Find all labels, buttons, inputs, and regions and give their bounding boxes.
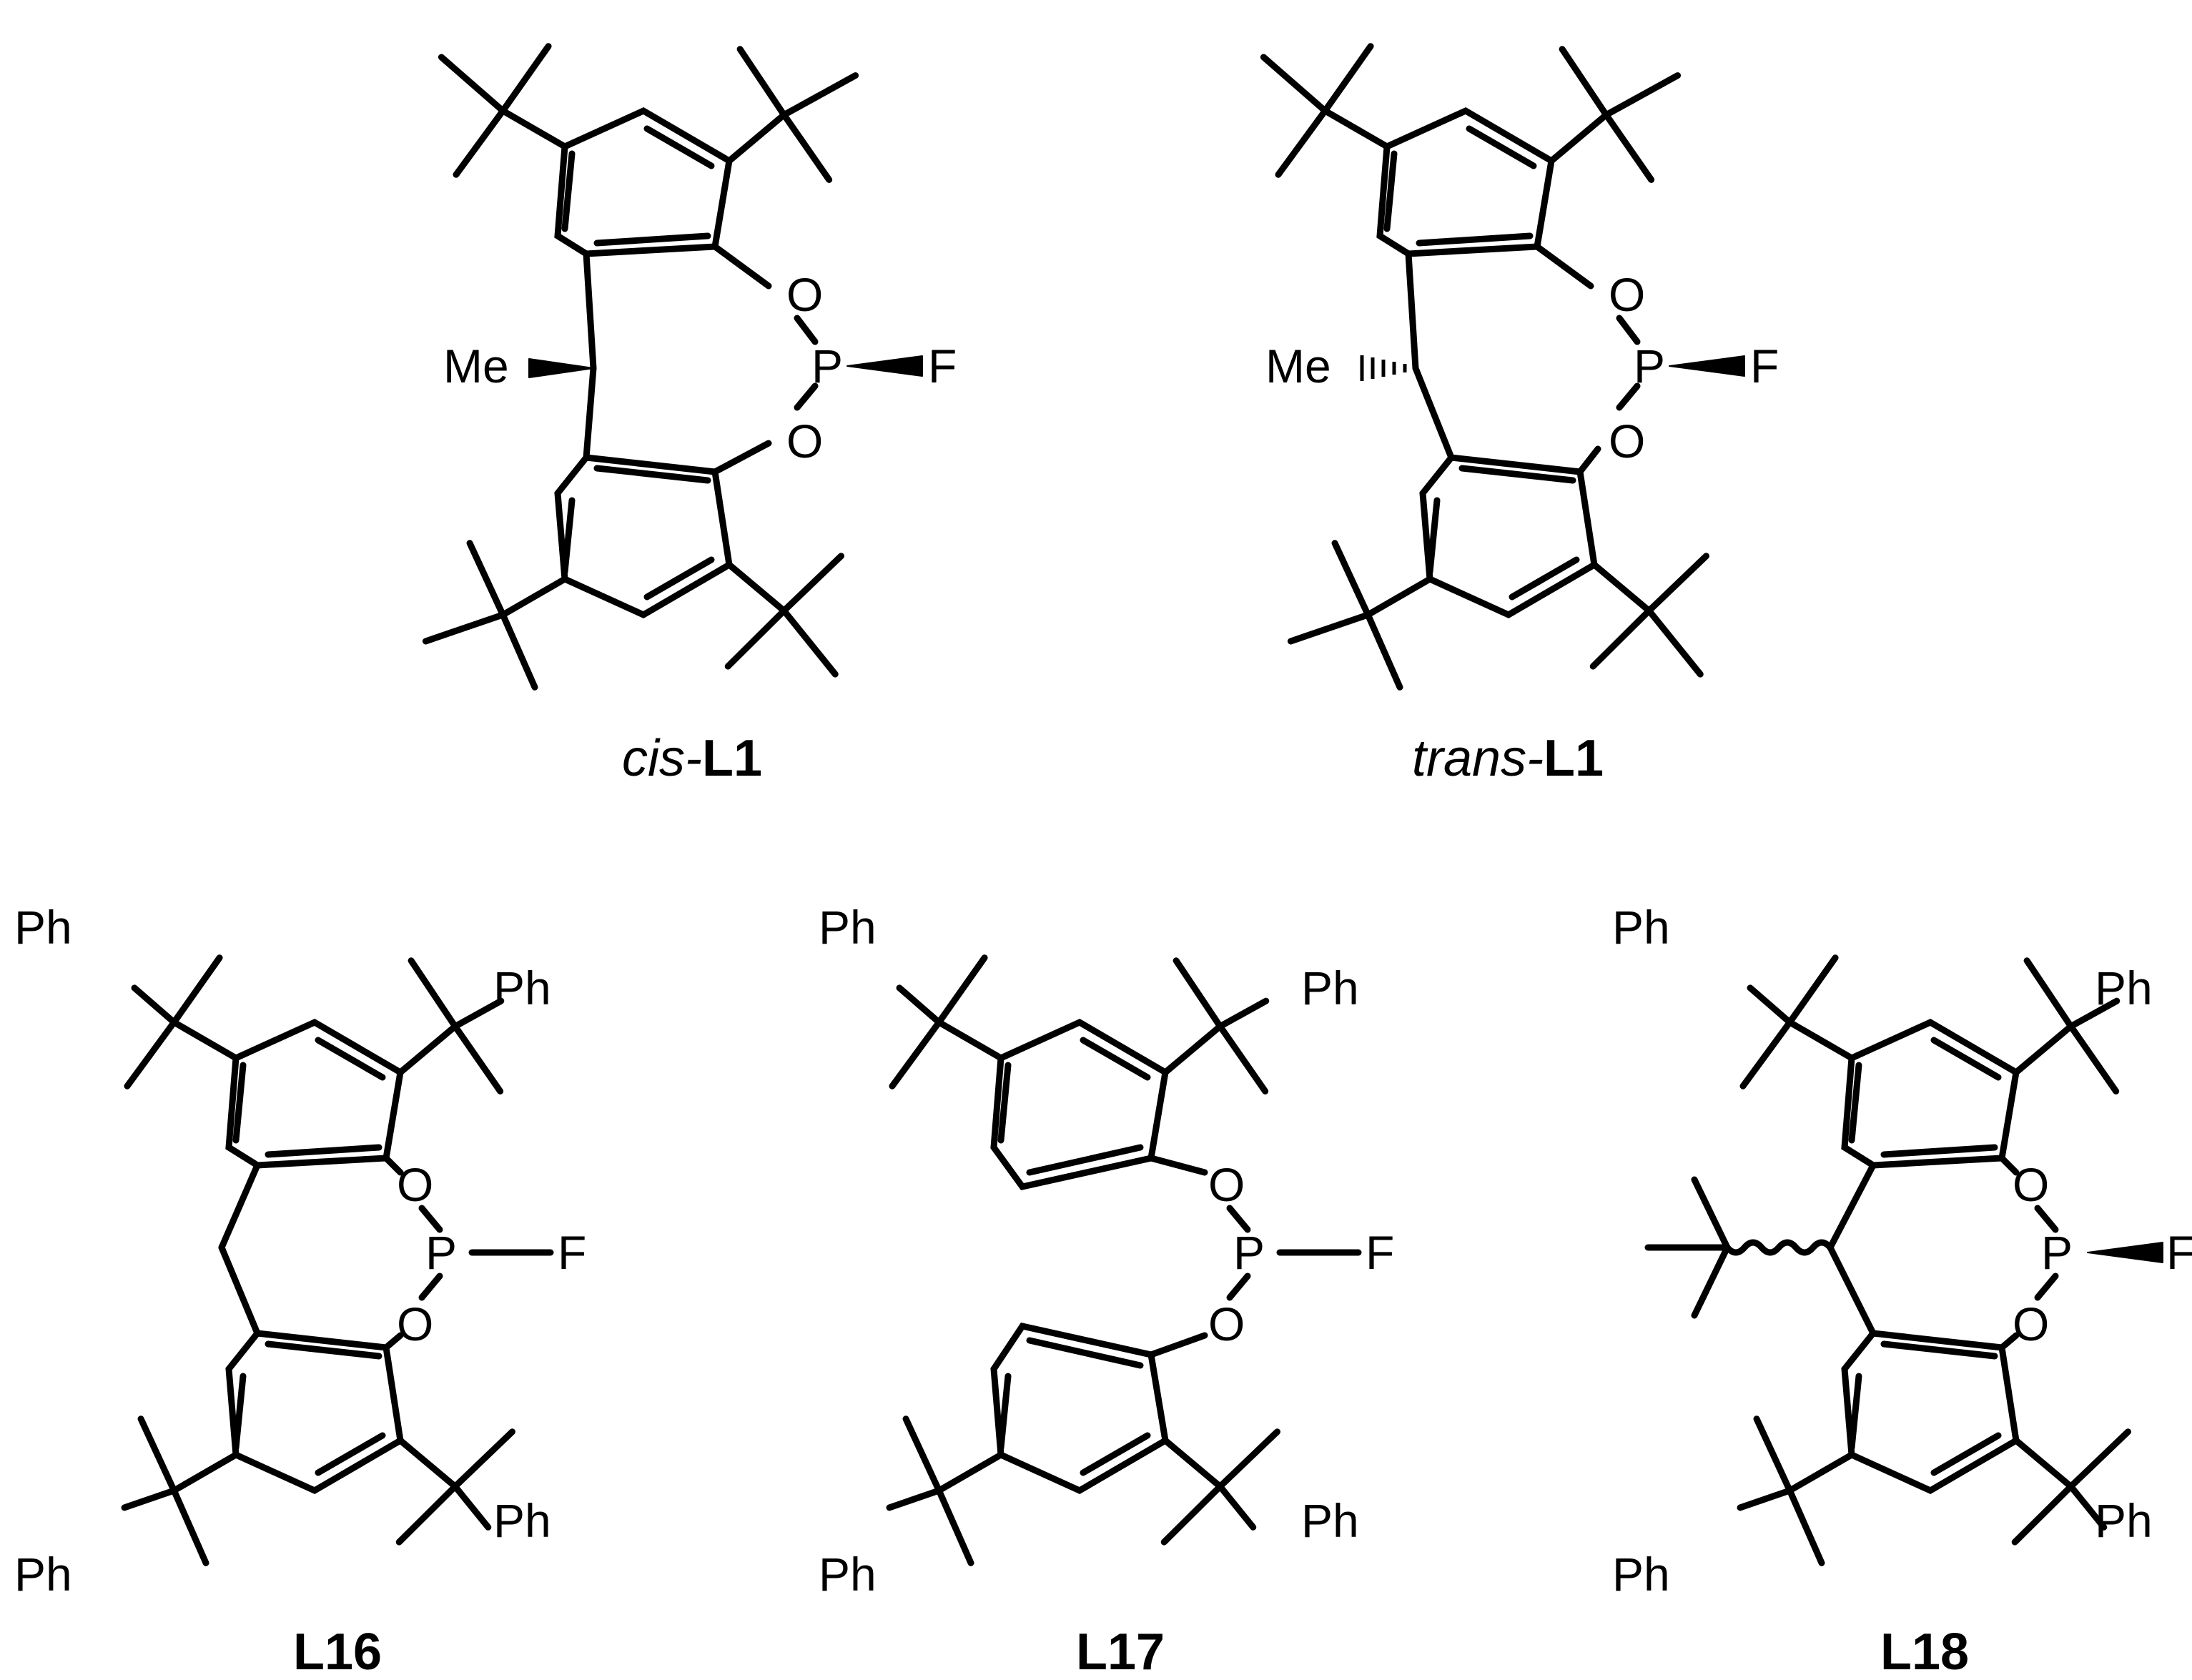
caption-trans-L1: trans-L1 [1412,730,1604,787]
molecule-L16: O P O F Ph Ph Ph Ph L16 [14,901,586,1680]
atom-O: O [786,415,823,468]
atom-O: O [1609,268,1645,321]
atom-Ph: Ph [1612,1548,1670,1601]
atom-O: O [1609,415,1645,468]
atom-Ph: Ph [819,901,877,954]
atom-Ph: Ph [14,1548,72,1601]
atom-P: P [1634,340,1665,392]
atom-P: P [1233,1226,1265,1279]
molecule-cis-L1: O P O F Me cis-L1 [394,3,957,787]
caption-L16: L16 [293,1624,382,1680]
atom-O: O [397,1158,433,1211]
atom-P: P [425,1226,457,1279]
atom-O: O [1208,1158,1245,1211]
molecule-L18: O P O F Ph Ph Ph Ph L18 [1612,901,2192,1680]
atom-Ph: Ph [2095,1494,2153,1547]
atom-Ph: Ph [14,901,72,954]
atom-Ph: Ph [493,962,551,1014]
atom-Me: Me [443,340,509,392]
atom-O: O [2013,1298,2049,1350]
caption-L17: L17 [1076,1624,1165,1680]
atom-O: O [786,268,823,321]
atom-O: O [2013,1158,2049,1211]
caption-L18: L18 [1880,1624,1969,1680]
caption-cis-L1: cis-L1 [622,730,762,787]
molecule-L17: O P O F Ph Ph Ph Ph L17 [819,901,1394,1680]
atom-F: F [2166,1226,2192,1279]
atom-O: O [1208,1298,1245,1350]
atom-P: P [811,340,843,392]
atom-Me: Me [1265,340,1331,392]
atom-Ph: Ph [1301,962,1359,1014]
atom-F: F [928,340,957,392]
atom-Ph: Ph [1301,1494,1359,1547]
atom-Ph: Ph [1612,901,1670,954]
atom-Ph: Ph [493,1494,551,1547]
atom-F: F [558,1226,586,1279]
atom-P: P [2041,1226,2073,1279]
molecule-trans-L1: O P O F Me trans-L1 [1216,3,1779,787]
atom-F: F [1366,1226,1394,1279]
atom-O: O [397,1298,433,1350]
atom-Ph: Ph [819,1548,877,1601]
atom-F: F [1750,340,1779,392]
atom-Ph: Ph [2095,962,2153,1014]
